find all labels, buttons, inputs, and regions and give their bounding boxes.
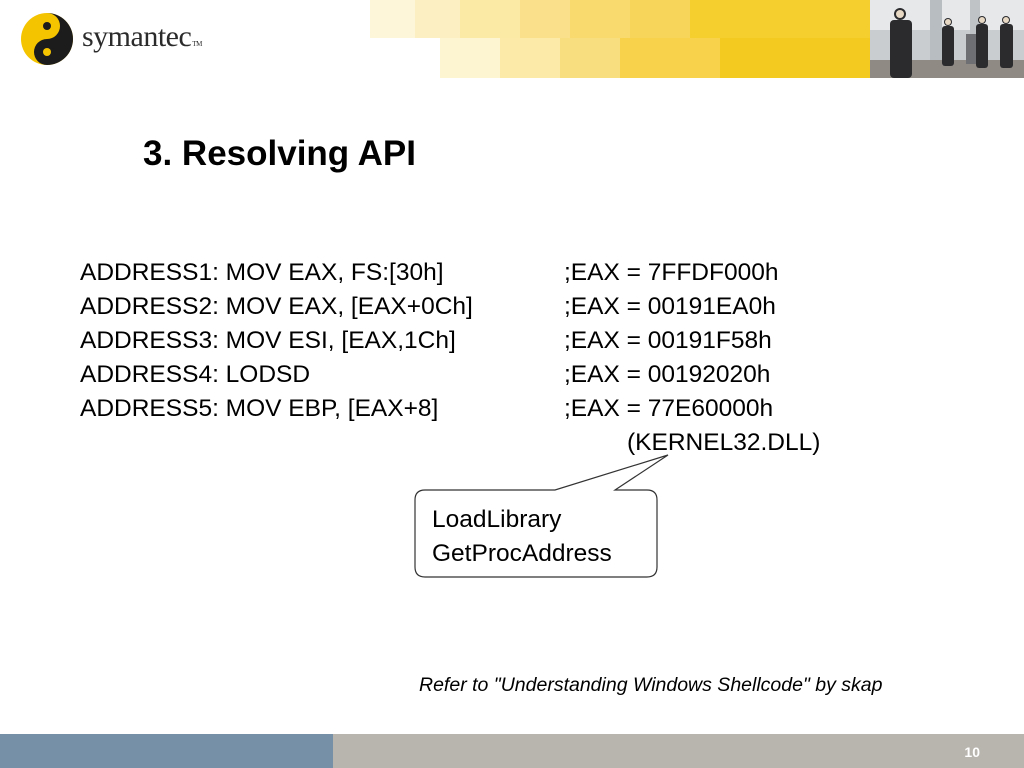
banner-tile [630,0,690,38]
assembly-code-block: ADDRESS1: MOV EAX, FS:[30h] ;EAX = 7FFDF… [80,256,880,460]
code-instruction: ADDRESS2: MOV EAX, [EAX+0Ch] [80,293,473,320]
code-comment: ;EAX = 77E60000h [564,395,774,422]
banner-tile [620,38,720,78]
symantec-logo: symantecTM [20,12,202,66]
callout-text: LoadLibrary GetProcAddress [432,503,612,571]
code-line: ADDRESS5: MOV EBP, [EAX+8] ;EAX = 77E600… [80,392,880,426]
code-instruction: ADDRESS3: MOV ESI, [EAX,1Ch] [80,327,456,354]
banner-tile [440,38,500,78]
callout-line-getprocaddress: GetProcAddress [432,540,612,567]
banner-tile [460,0,520,38]
page-number: 10 [964,744,980,760]
banner-tile [415,0,460,38]
code-instruction: ADDRESS4: LODSD [80,361,311,388]
code-comment: ;EAX = 00191F58h [564,327,772,354]
code-line: (KERNEL32.DLL) [80,426,880,460]
business-people-photo [870,0,1024,78]
banner-tile [520,0,570,38]
code-instruction: ADDRESS1: MOV EAX, FS:[30h] [80,259,444,286]
banner-tile [720,38,870,78]
reference-note: Refer to "Understanding Windows Shellcod… [419,674,883,696]
banner-tile [500,38,560,78]
logo-wordmark: symantecTM [82,20,202,53]
header-banner: symantecTM [0,0,1024,80]
code-line: ADDRESS1: MOV EAX, FS:[30h] ;EAX = 7FFDF… [80,256,880,290]
code-line: ADDRESS2: MOV EAX, [EAX+0Ch] ;EAX = 0019… [80,290,880,324]
code-comment: ;EAX = 7FFDF000h [564,259,779,286]
footer-bar-left [0,734,333,768]
slide-title: 3. Resolving API [143,134,416,173]
footer-bar-right [333,734,1024,768]
code-comment: ;EAX = 00191EA0h [564,293,776,320]
code-comment: ;EAX = 00192020h [564,361,771,388]
banner-tile [690,0,870,38]
code-instruction: ADDRESS5: MOV EBP, [EAX+8] [80,395,439,422]
banner-tile [370,0,415,38]
symantec-logo-icon [21,13,73,65]
callout-line-loadlibrary: LoadLibrary [432,506,562,533]
code-line: ADDRESS4: LODSD ;EAX = 00192020h [80,358,880,392]
banner-tile [570,0,630,38]
code-line: ADDRESS3: MOV ESI, [EAX,1Ch] ;EAX = 0019… [80,324,880,358]
banner-tile [560,38,620,78]
dll-note: (KERNEL32.DLL) [627,429,821,456]
